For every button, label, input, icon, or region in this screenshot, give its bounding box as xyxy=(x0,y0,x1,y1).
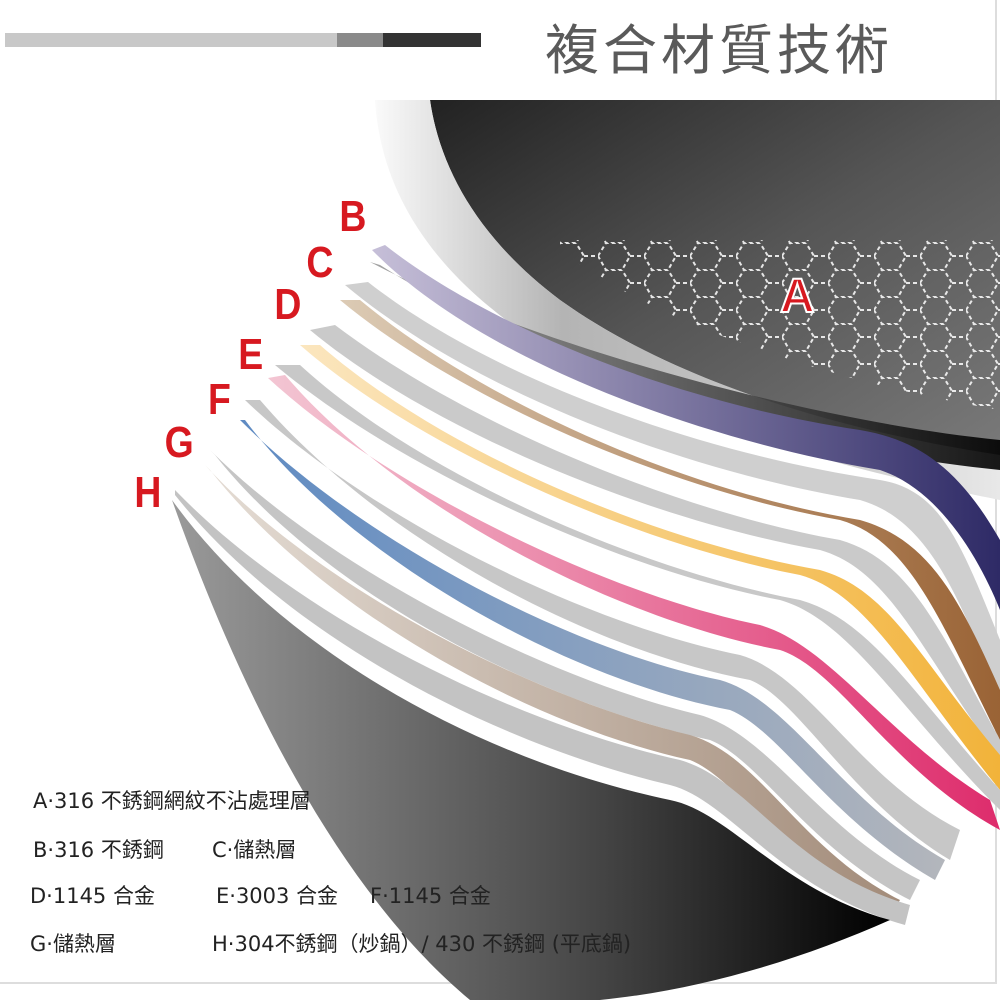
deco-bar-mid xyxy=(337,33,383,47)
legend-c: C·儲熱層 xyxy=(212,838,297,862)
layer-label-b: B xyxy=(339,192,367,241)
deco-bar-dark xyxy=(383,33,481,47)
layer-label-h: H xyxy=(134,468,162,517)
layer-label-c: C xyxy=(306,238,334,287)
layer-label-a: A xyxy=(780,270,815,323)
legend-h: H·304不銹鋼（炒鍋）/ 430 不銹鋼 (平底鍋) xyxy=(212,932,632,956)
layer-label-g: G xyxy=(164,418,194,467)
layer-label-d: D xyxy=(274,280,302,329)
legend-d: D·1145 合金 xyxy=(30,884,155,908)
legend-a: A·316 不銹鋼網紋不沾處理層 xyxy=(33,789,311,813)
legend-g: G·儲熱層 xyxy=(30,932,116,956)
legend-e: E·3003 合金 xyxy=(216,884,339,908)
honeycomb-texture xyxy=(560,240,1000,410)
page-title: 複合材質技術 xyxy=(545,19,893,82)
layer-label-e: E xyxy=(238,330,264,379)
deco-bar-light xyxy=(5,33,337,47)
layer-label-f: F xyxy=(208,375,231,424)
legend-f: F·1145 合金 xyxy=(370,884,491,908)
legend-b: B·316 不銹鋼 xyxy=(33,838,164,862)
